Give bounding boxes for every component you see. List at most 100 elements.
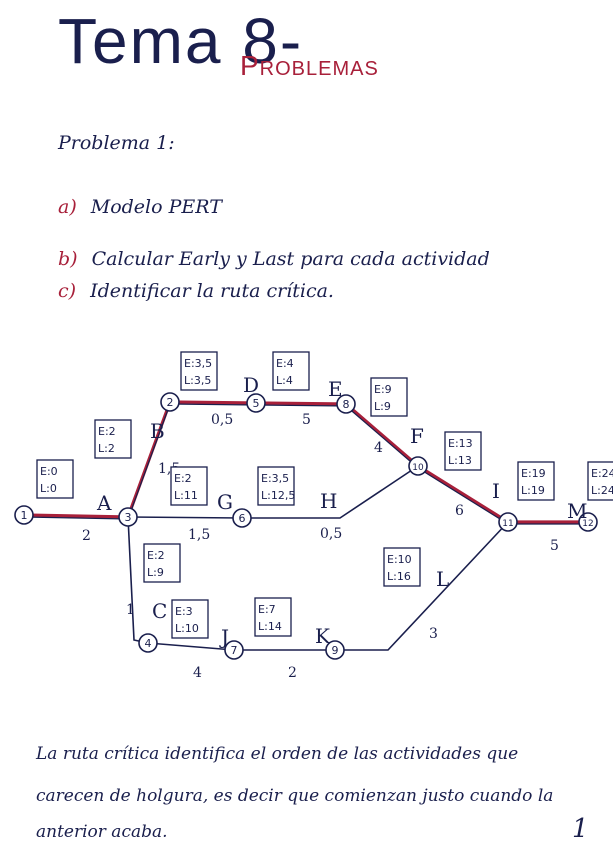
el-box-b <box>94 419 132 459</box>
task-text: Calcular Early y Last para cada activida… <box>91 248 490 270</box>
activity-duration-c: 1 <box>126 602 135 618</box>
early-value: E:2 <box>174 472 192 485</box>
task-letter: a) <box>58 196 77 218</box>
activity-name-h: H <box>320 489 337 513</box>
node-1 <box>14 505 34 525</box>
node-10 <box>408 456 428 476</box>
last-value: L:2 <box>98 442 115 455</box>
activity-duration-m: 5 <box>550 538 559 554</box>
el-box-k <box>254 597 292 637</box>
el-box-end <box>587 461 613 501</box>
last-value: L:3,5 <box>184 374 211 387</box>
node-label-3: 3 <box>125 511 132 524</box>
early-value: E:13 <box>448 437 473 450</box>
critical-arrow-e <box>254 401 348 406</box>
last-value: L:24 <box>591 484 613 497</box>
task-item-c: c) Identificar la ruta crítica. <box>58 280 334 302</box>
arrow-shadow-d <box>169 403 257 406</box>
el-box-e <box>272 351 310 391</box>
el-box-l <box>383 547 421 587</box>
node-3 <box>118 507 138 527</box>
early-value: E:4 <box>276 357 294 370</box>
el-box-i <box>444 431 482 471</box>
arrow-h <box>242 465 419 519</box>
activity-name-j: J <box>219 625 229 649</box>
task-text: Modelo PERT <box>90 196 222 218</box>
arrow-shadow-b <box>127 403 171 520</box>
activity-name-a: A <box>96 491 112 515</box>
node-2 <box>160 392 180 412</box>
node-label-7: 7 <box>231 644 238 657</box>
node-label-6: 6 <box>239 512 246 525</box>
activity-arrows <box>22 400 590 651</box>
el-box-a <box>36 459 74 499</box>
node-label-2: 2 <box>167 396 174 409</box>
early-value: E:3,5 <box>184 357 212 370</box>
activity-duration-a: 2 <box>82 528 91 544</box>
last-value: L:10 <box>175 622 199 635</box>
node-label-12: 12 <box>582 519 593 529</box>
activity-duration-e: 5 <box>302 412 311 428</box>
early-last-boxes: E:0L:0E:2L:2E:3,5L:3,5E:4L:4E:9L:9E:2L:1… <box>36 351 613 639</box>
el-box-f <box>370 377 408 417</box>
early-value: E:3,5 <box>261 472 289 485</box>
early-value: E:3 <box>175 605 193 618</box>
conclusion-line-2: carecen de holgura, es decir que comienz… <box>36 786 554 806</box>
activity-name-l: L <box>436 567 449 591</box>
page-subtitle: Problemas <box>240 50 379 81</box>
activity-duration-i: 6 <box>455 503 464 519</box>
task-item-a: a) Modelo PERT <box>58 196 222 218</box>
conclusion-line-3: anterior acaba. <box>36 822 168 842</box>
early-value: E:19 <box>521 467 546 480</box>
el-box-m <box>517 461 555 501</box>
early-value: E:24 <box>591 467 613 480</box>
el-box-j <box>171 599 209 639</box>
node-label-5: 5 <box>253 397 260 410</box>
el-box-d <box>180 351 218 391</box>
early-value: E:10 <box>387 553 412 566</box>
activity-duration-l: 3 <box>429 626 438 642</box>
task-text: Identificar la ruta crítica. <box>90 280 334 302</box>
activity-duration-h: 0,5 <box>320 526 342 542</box>
activity-duration-d: 0,5 <box>211 412 233 428</box>
node-label-9: 9 <box>332 644 339 657</box>
early-value: E:7 <box>258 603 276 616</box>
activity-duration-j: 4 <box>193 665 202 681</box>
node-12 <box>578 512 598 532</box>
arrow-g <box>127 516 243 519</box>
page-number: 1 <box>572 814 589 844</box>
last-value: L:9 <box>147 566 164 579</box>
activity-name-c: C <box>152 599 167 623</box>
last-value: L:13 <box>448 454 472 467</box>
early-value: E:2 <box>147 549 165 562</box>
activity-name-i: I <box>492 479 500 503</box>
node-label-8: 8 <box>343 398 350 411</box>
early-value: E:2 <box>98 425 116 438</box>
critical-arrow-a <box>22 513 130 519</box>
last-value: L:11 <box>174 489 198 502</box>
node-9 <box>325 640 345 660</box>
node-7 <box>224 640 244 660</box>
node-11 <box>498 512 518 532</box>
last-value: L:19 <box>521 484 545 497</box>
task-letter: c) <box>58 280 77 302</box>
arrow-l <box>335 521 509 651</box>
el-box-h <box>257 466 295 506</box>
el-box-g <box>170 466 208 506</box>
last-value: L:0 <box>40 482 57 495</box>
activity-name-b: B <box>150 419 165 443</box>
critical-arrow-f <box>344 402 420 468</box>
activity-duration-g: 1,5 <box>188 527 210 543</box>
activity-duration-k: 2 <box>288 665 297 681</box>
last-value: L:4 <box>276 374 293 387</box>
arrow-shadow-f <box>345 405 419 469</box>
node-5 <box>246 393 266 413</box>
activity-name-g: G <box>217 490 233 514</box>
last-value: L:16 <box>387 570 411 583</box>
critical-arrow-d <box>168 400 258 405</box>
node-label-4: 4 <box>145 637 152 650</box>
task-letter: b) <box>58 248 78 270</box>
last-value: L:12,5 <box>261 489 295 502</box>
conclusion-line-1: La ruta crítica identifica el orden de l… <box>36 744 519 764</box>
